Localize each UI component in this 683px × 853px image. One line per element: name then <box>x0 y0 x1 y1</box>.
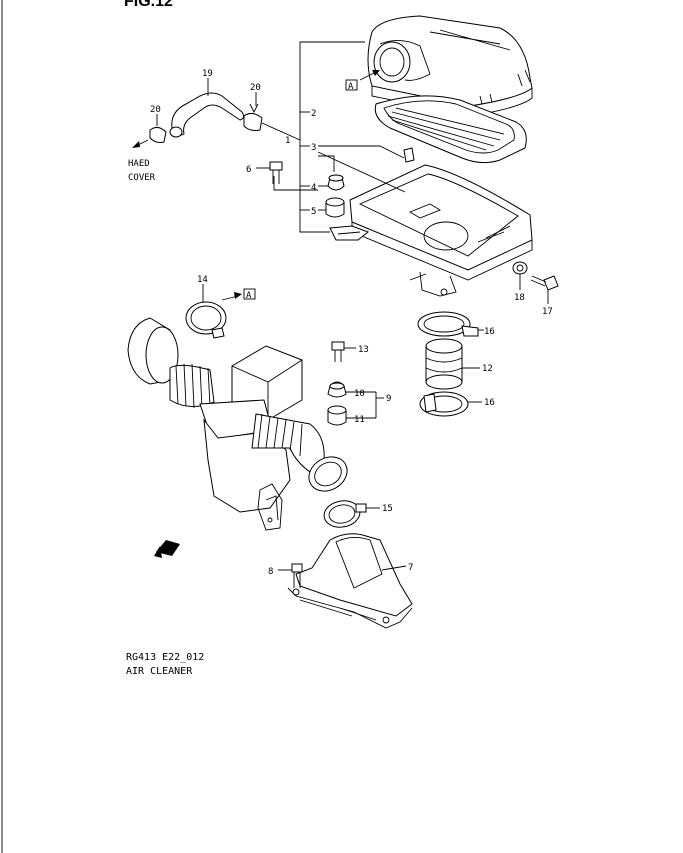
hose-part-19 <box>169 78 245 138</box>
view-marker-upper <box>345 70 380 91</box>
callout-12: 12 <box>482 364 493 374</box>
figure-title: FIG.12 <box>124 0 173 10</box>
bolt-part-6 <box>256 161 318 191</box>
bolt-part-17 <box>530 275 559 304</box>
clamp-part-15 <box>323 500 380 528</box>
clamp-part-16-lower <box>419 391 482 417</box>
bracket-part-1 <box>261 41 365 233</box>
case-bracket <box>329 225 369 241</box>
callout-7: 7 <box>408 563 413 573</box>
callout-18: 18 <box>514 293 525 303</box>
callout-20b: 20 <box>250 83 261 93</box>
callout-16a: 16 <box>484 327 495 337</box>
grommet-part-18 <box>512 261 528 290</box>
clamp-part-16-upper <box>417 311 484 337</box>
diagram-name: AIR CLEANER <box>126 666 193 677</box>
view-marker-lower <box>221 288 256 301</box>
callout-17: 17 <box>542 307 553 317</box>
view-marker-upper-label: A <box>348 82 354 92</box>
diagram-code: RG413 E22_012 <box>126 652 204 663</box>
intake-duct <box>127 317 215 409</box>
upper-case <box>367 15 533 117</box>
outlet-duct-part-7 <box>287 533 413 629</box>
view-marker-lower-label: A <box>246 291 252 301</box>
clip-part-3 <box>317 145 415 193</box>
lower-case <box>349 164 533 297</box>
callout-13: 13 <box>358 345 369 355</box>
callout-6: 6 <box>246 165 251 175</box>
callout-5: 5 <box>311 207 316 217</box>
callout-15: 15 <box>382 504 393 514</box>
callout-2: 2 <box>311 109 316 119</box>
hood-cover-label-line2: COVER <box>128 173 156 183</box>
clamp-part-14 <box>185 284 227 339</box>
bracket-part-9 <box>375 392 384 418</box>
bolt-part-13 <box>331 341 356 362</box>
callout-1: 1 <box>285 136 290 146</box>
callout-10: 10 <box>354 389 365 399</box>
hood-cover-label-line1: HAED <box>128 159 150 169</box>
callout-19: 19 <box>202 69 213 79</box>
callout-20a: 20 <box>150 105 161 115</box>
clamp-part-20-right <box>243 92 263 131</box>
clamp-part-20-left <box>149 114 167 143</box>
filter-element <box>374 95 527 164</box>
callout-9: 9 <box>386 394 391 404</box>
callout-3: 3 <box>311 143 316 153</box>
grommet-part-4 <box>318 155 345 191</box>
cushion-part-11 <box>327 405 376 426</box>
callout-8: 8 <box>268 567 273 577</box>
callout-labels: 1 2 3 4 5 6 7 8 9 10 11 12 13 14 15 16 1… <box>128 69 553 577</box>
front-arrow-icon <box>154 540 180 558</box>
sleeve-part-12 <box>425 338 480 390</box>
callout-14: 14 <box>197 275 208 285</box>
bolt-part-8 <box>278 563 303 588</box>
callout-16b: 16 <box>484 398 495 408</box>
cushion-part-5 <box>318 197 345 218</box>
grommet-part-10 <box>327 381 376 398</box>
hood-cover-arrow <box>132 139 149 148</box>
callout-4: 4 <box>311 183 316 193</box>
corrugated-hose <box>251 413 348 492</box>
callout-11: 11 <box>354 415 365 425</box>
